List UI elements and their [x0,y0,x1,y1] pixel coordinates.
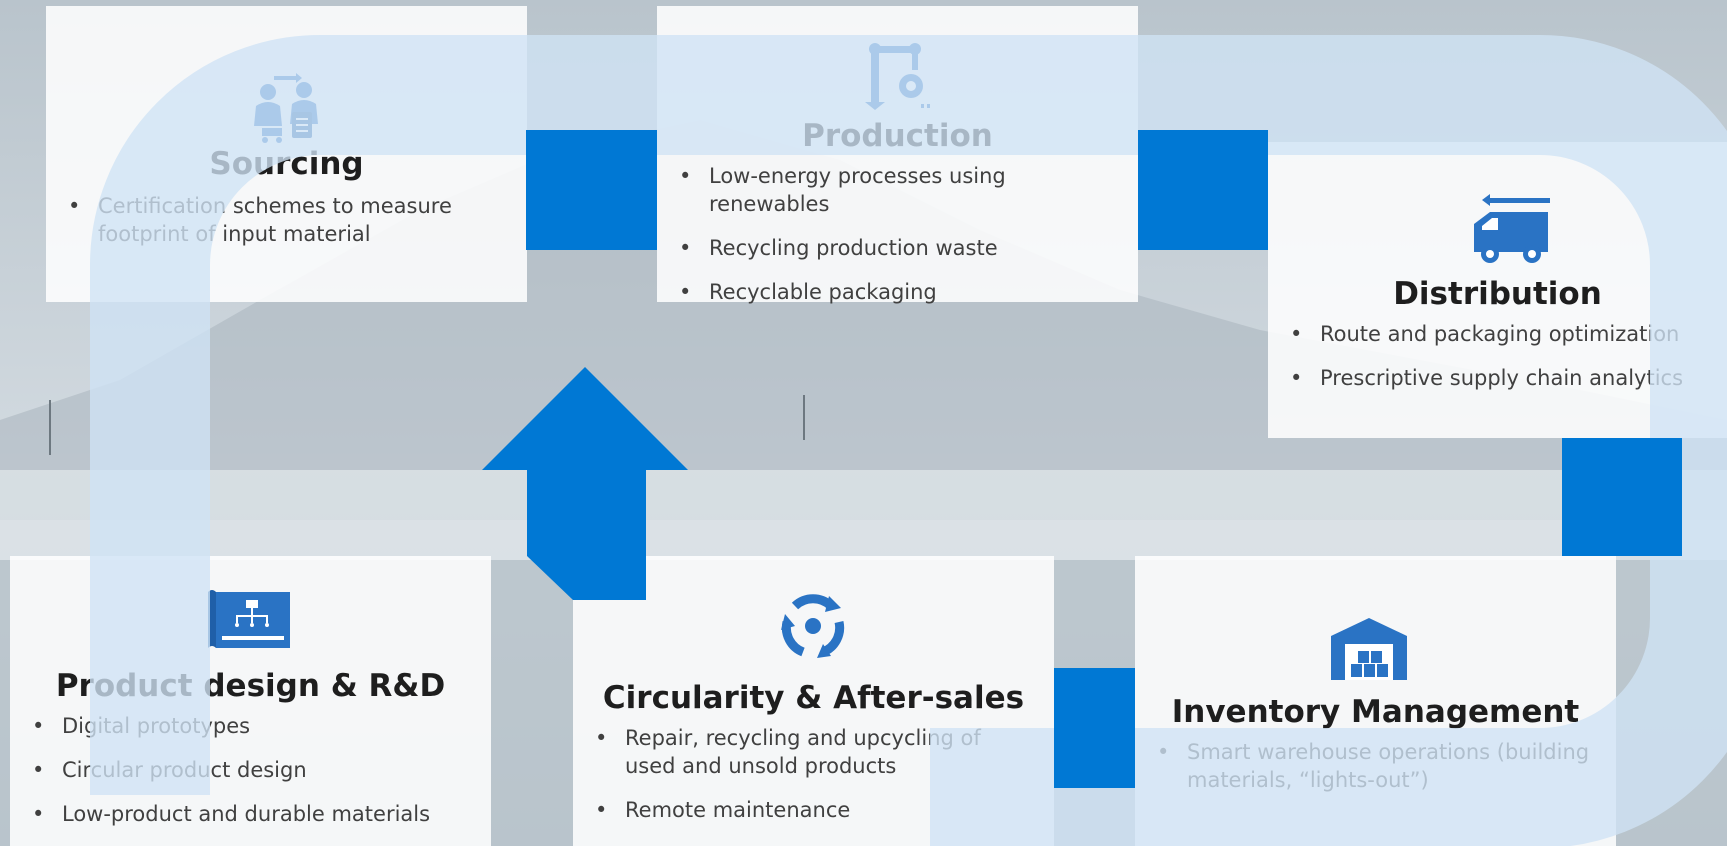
product-design-title: Product design & R&D [55,668,446,704]
distribution-title: Distribution [1393,276,1602,312]
list-item: Low-product and durable materials [30,800,480,828]
card-circularity: Circularity & After-sales Repair, recycl… [573,556,1054,846]
delivery-truck-icon [1474,194,1550,263]
card-product-design: Product design & R&D Digital prototypes … [10,556,491,846]
list-item: Low-energy processes using renewables [677,162,1127,218]
card-inventory: Inventory Management Smart warehouse ope… [1135,556,1616,846]
robot-arm-gear-icon [865,43,930,110]
list-item: Digital prototypes [30,712,480,740]
circularity-title: Circularity & After-sales [602,680,1025,716]
list-item: Repair, recycling and upcycling of used … [593,724,1033,780]
list-item: Recyclable packaging [677,278,1127,306]
distribution-bullets: Route and packaging optimization Prescri… [1288,320,1718,408]
sourcing-bullets: Certification schemes to measure footpri… [66,192,506,264]
product-design-bullets: Digital prototypes Circular product desi… [30,712,480,844]
circularity-bullets: Repair, recycling and upcycling of used … [593,724,1033,840]
inventory-title: Inventory Management [1171,694,1580,730]
card-distribution: Distribution Route and packaging optimiz… [1268,142,1727,438]
recycle-cycle-icon [781,594,845,658]
list-item: Prescriptive supply chain analytics [1288,364,1718,392]
sourcing-title: Sourcing [209,146,364,182]
card-production: Production Low-energy processes using re… [657,6,1138,306]
exchange-people-icon [254,73,318,143]
warehouse-icon [1331,618,1407,680]
list-item: Certification schemes to measure footpri… [66,192,506,248]
blueprint-icon [208,590,290,648]
card-sourcing: Sourcing Certification schemes to measur… [46,6,527,302]
production-bullets: Low-energy processes using renewables Re… [677,162,1127,322]
list-item: Recycling production waste [677,234,1127,262]
inventory-bullets: Smart warehouse operations (building mat… [1155,738,1595,810]
production-title: Production [802,118,993,154]
list-item: Remote maintenance [593,796,1033,824]
list-item: Circular product design [30,756,480,784]
list-item: Route and packaging optimization [1288,320,1718,348]
list-item: Smart warehouse operations (building mat… [1155,738,1595,794]
